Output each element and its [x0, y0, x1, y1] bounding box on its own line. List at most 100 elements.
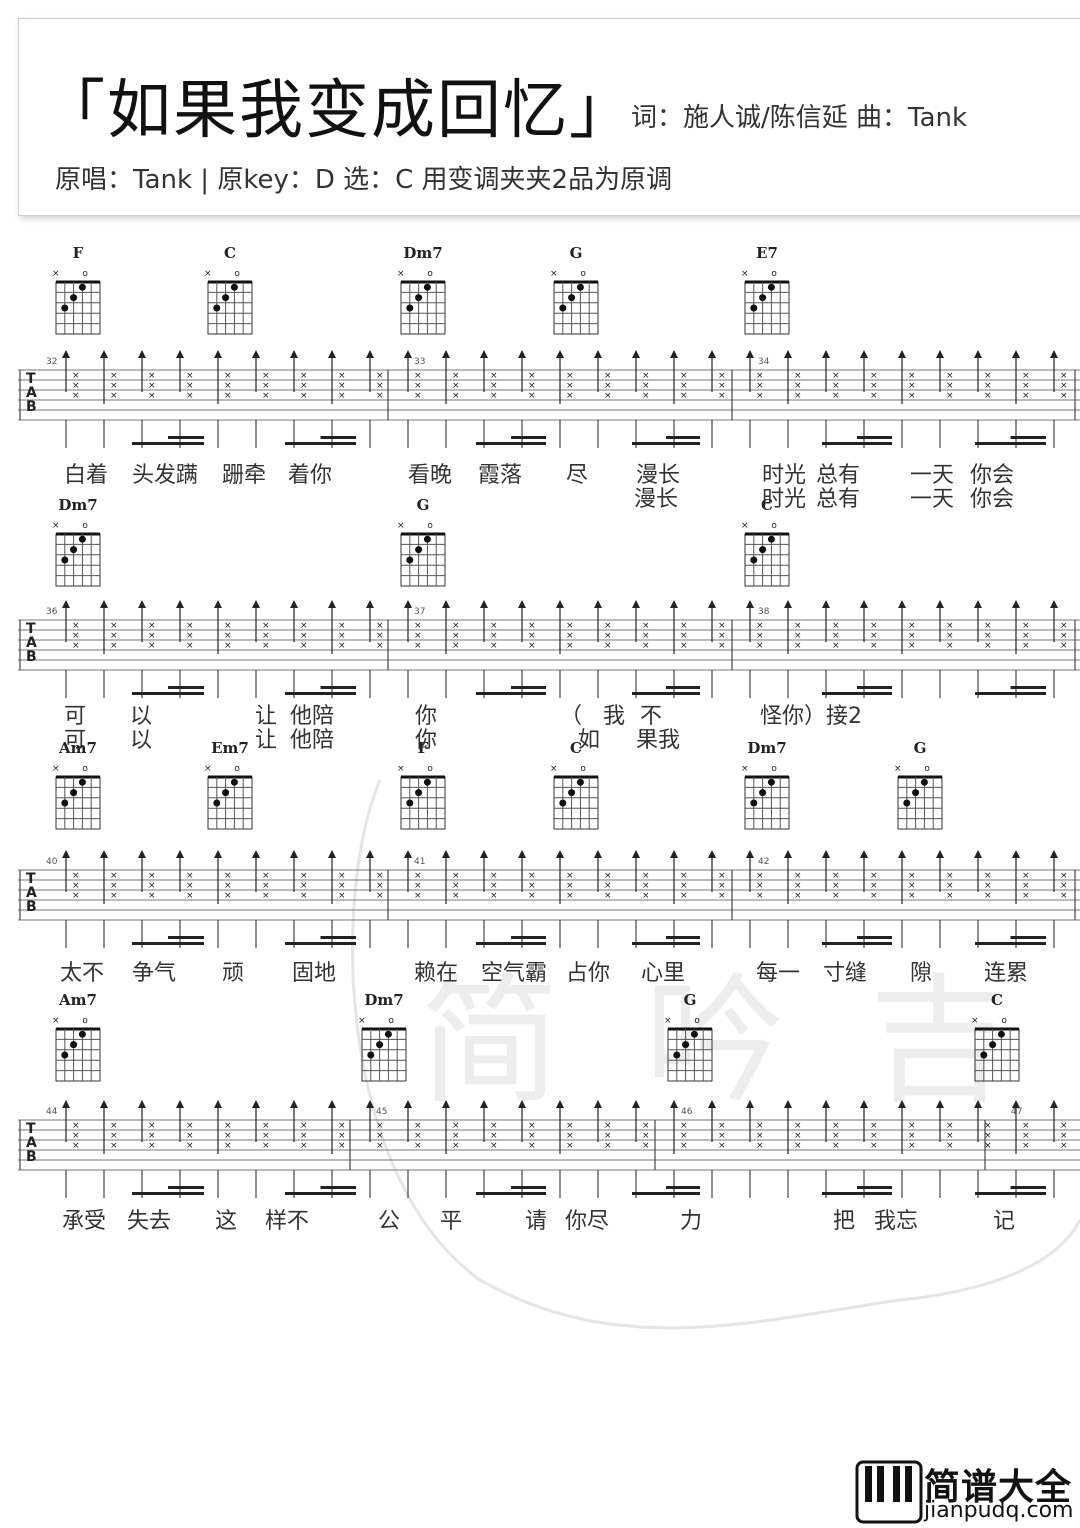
strum-arrow-icon: [252, 850, 260, 858]
strum-stroke: ×××: [62, 350, 80, 448]
strum-arrow-icon: [594, 350, 602, 358]
strum-arrow-icon: [860, 850, 868, 858]
finger-dot: [912, 789, 920, 797]
lyric-line-1: 霞落: [478, 463, 522, 488]
strum-string-mark: ×: [110, 1121, 118, 1131]
strum-string-mark: ×: [604, 1141, 612, 1151]
rhythm-beam: [975, 692, 1046, 695]
lyric-line-1: 隙: [910, 961, 932, 986]
finger-dot: [222, 789, 230, 797]
strum-string-mark: ×: [604, 871, 612, 881]
rhythm-beam: [320, 686, 356, 689]
rhythm-beam: [822, 692, 892, 695]
strum-string-mark: ×: [908, 1131, 916, 1141]
measure-number: 42: [758, 857, 769, 867]
measure-number: 41: [414, 857, 425, 867]
strum-arrow-icon: [442, 350, 450, 358]
strum-stroke: ×××: [898, 350, 916, 448]
strum-arrow-icon: [214, 850, 222, 858]
strum-string-mark: ×: [490, 871, 498, 881]
finger-dot: [423, 778, 431, 786]
strum-string-mark: ×: [680, 891, 688, 901]
strum-arrow-icon: [328, 600, 336, 608]
strum-stroke: ×××: [746, 600, 764, 698]
rhythm-beam: [285, 692, 356, 695]
muted-string-icon: ×: [52, 521, 60, 531]
rhythm-beam: [168, 436, 204, 439]
muted-string-icon: ×: [397, 764, 405, 774]
finger-dot: [423, 535, 431, 543]
strum-string-mark: ×: [186, 391, 194, 401]
chord-diagram: Dm7×o: [741, 739, 790, 830]
strum-string-mark: ×: [642, 881, 650, 891]
strum-string-mark: ×: [72, 1121, 80, 1131]
strum-string-mark: ×: [414, 1131, 422, 1141]
strum-string-mark: ×: [984, 871, 992, 881]
strum-stroke: ×××: [594, 1100, 612, 1198]
strum-arrow-icon: [290, 600, 298, 608]
finger-dot: [759, 294, 767, 302]
strum-stroke: ×××: [784, 850, 802, 948]
strum-string-mark: ×: [414, 1141, 422, 1151]
rhythm-beam: [285, 1192, 356, 1195]
chord-diagram: Em7×o: [204, 739, 253, 830]
lyric-line-1: 太不: [60, 961, 104, 986]
strum-arrow-icon: [822, 600, 830, 608]
strum-stroke: ×××: [442, 350, 460, 448]
strum-string-mark: ×: [794, 881, 802, 891]
strum-string-mark: ×: [1060, 621, 1068, 631]
finger-dot: [222, 294, 230, 302]
finger-dot: [61, 1051, 69, 1059]
rhythm-beam: [1010, 686, 1046, 689]
lyric-line-1: 公: [378, 1209, 400, 1234]
strum-string-mark: ×: [604, 881, 612, 891]
strum-arrow-icon: [100, 600, 108, 608]
strum-arrow-icon: [366, 350, 374, 358]
measure-number: 47: [1011, 1107, 1022, 1117]
strum-string-mark: ×: [1022, 891, 1030, 901]
strum-stroke: ×××: [1050, 1100, 1068, 1198]
strum-arrow-icon: [556, 850, 564, 858]
open-string-icon: o: [580, 269, 586, 279]
strum-arrow-icon: [480, 850, 488, 858]
strum-string-mark: ×: [1060, 631, 1068, 641]
strum-stroke: ×××: [62, 1100, 80, 1198]
strum-string-mark: ×: [490, 1141, 498, 1151]
open-string-icon: o: [234, 764, 240, 774]
strum-string-mark: ×: [908, 891, 916, 901]
strum-string-mark: ×: [832, 391, 840, 401]
chord-diagram: G×o: [894, 739, 943, 830]
strum-stroke: ×××: [404, 1100, 422, 1198]
strum-string-mark: ×: [642, 381, 650, 391]
muted-string-icon: ×: [741, 269, 749, 279]
strum-stroke: ×××: [138, 1100, 156, 1198]
strum-string-mark: ×: [1060, 381, 1068, 391]
strum-string-mark: ×: [414, 371, 422, 381]
open-string-icon: o: [771, 521, 777, 531]
strum-string-mark: ×: [908, 871, 916, 881]
strum-string-mark: ×: [224, 631, 232, 641]
strum-string-mark: ×: [262, 1131, 270, 1141]
strum-arrow-icon: [594, 1100, 602, 1108]
strum-arrow-icon: [822, 1100, 830, 1108]
strum-stroke: ×××: [594, 850, 612, 948]
measure-number: 33: [414, 357, 425, 367]
strum-string-mark: ×: [224, 621, 232, 631]
chord-diagram: C×o: [971, 991, 1020, 1082]
strum-string-mark: ×: [870, 871, 878, 881]
strum-arrow-icon: [138, 600, 146, 608]
strum-string-mark: ×: [376, 371, 384, 381]
strum-stroke: ×××: [822, 350, 840, 448]
strum-stroke: ×××: [784, 600, 802, 698]
strum-string-mark: ×: [756, 381, 764, 391]
lyric-line-1: 这: [215, 1209, 237, 1234]
strum-arrow-icon: [860, 350, 868, 358]
strum-stroke: ×××: [442, 600, 460, 698]
strum-arrow-icon: [860, 600, 868, 608]
strum-string-mark: ×: [604, 371, 612, 381]
strum-string-mark: ×: [262, 1141, 270, 1151]
strum-string-mark: ×: [72, 891, 80, 901]
strum-string-mark: ×: [414, 871, 422, 881]
strum-string-mark: ×: [908, 881, 916, 891]
tab-clef-letter: T: [26, 621, 36, 637]
